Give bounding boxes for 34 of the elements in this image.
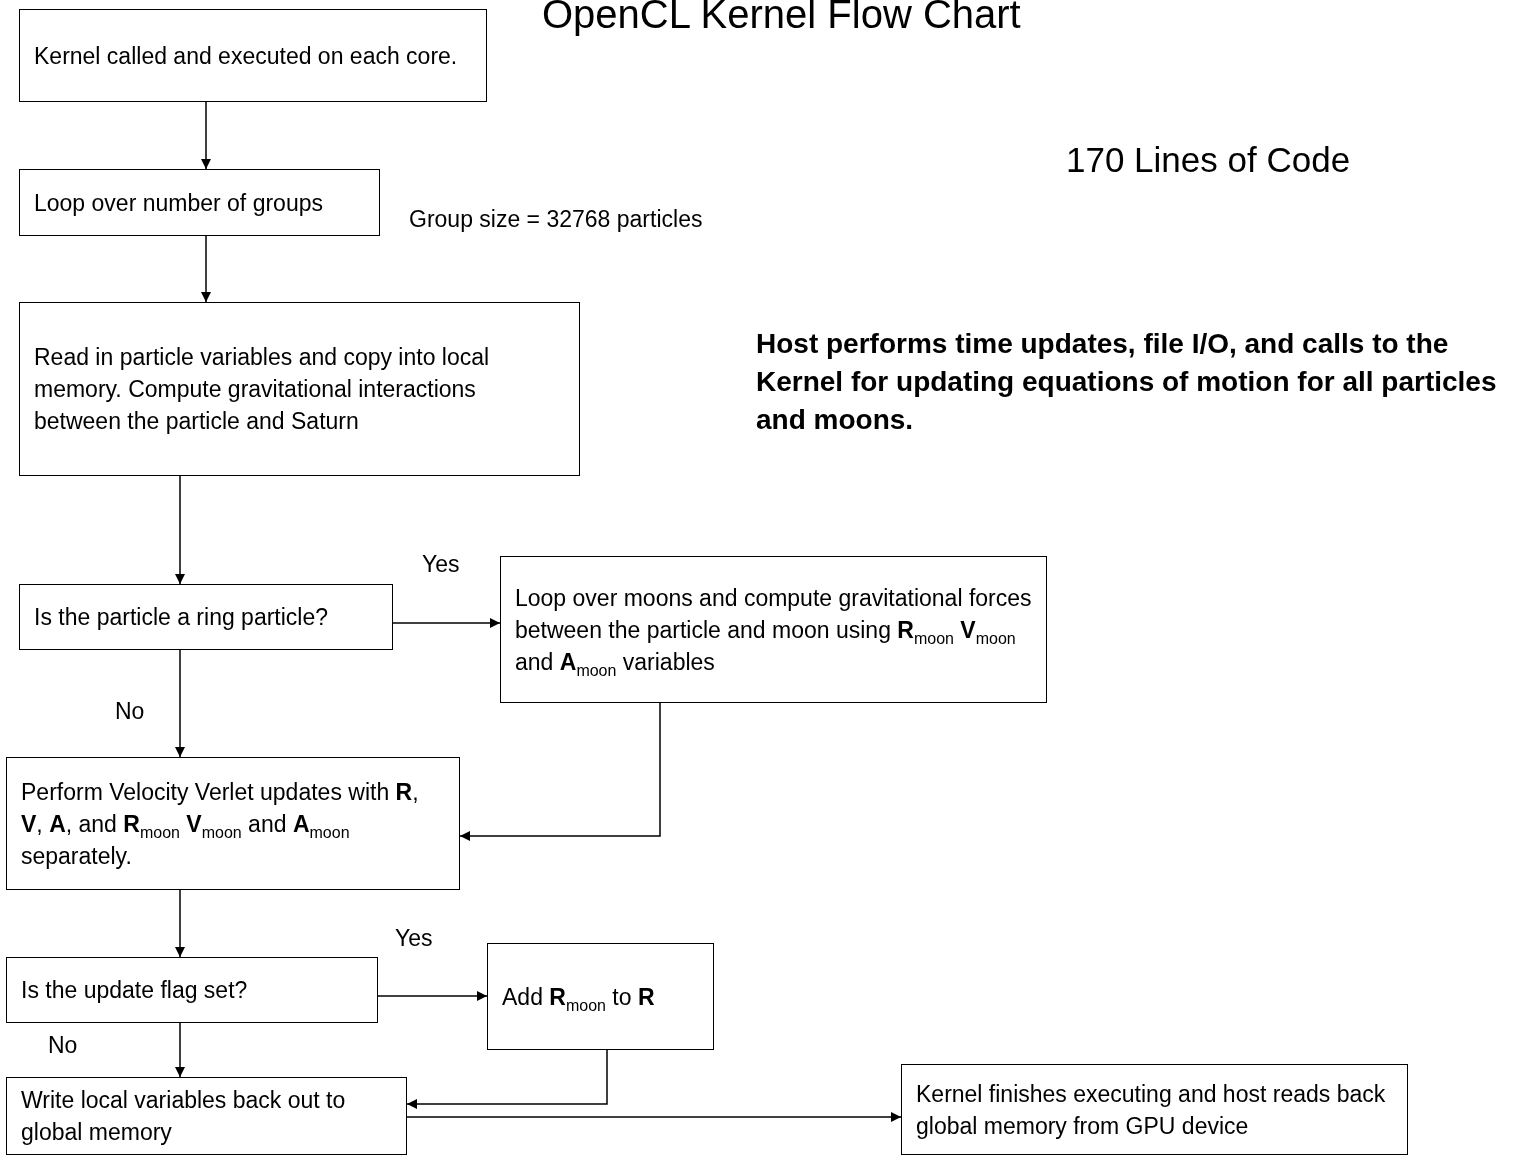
arrow [175,1022,185,1078]
arrow [392,618,501,628]
box-text: Kernel called and executed on each core. [34,41,459,71]
process-box [19,9,487,102]
box-text: Kernel finishes executing and host reads back global memory from GPU device [916,1079,1387,1141]
box-text: Add R$_{moon}$ to R [502,982,656,1013]
process-box [19,302,580,476]
process-box [500,556,1047,703]
process-box [487,943,714,1050]
note-text: 170 Lines of Code [1066,140,1351,180]
arrow [406,1112,902,1122]
box-text: Write local variables back out to global memory [21,1086,347,1147]
arrow [175,649,185,758]
box-text: Loop over moons and compute gravitational forces between the particle and moon using R$_{moon}$ V$_{moon}$ and A$_{moon}$ variables [515,583,1032,678]
box-text: Is the update flag set? [21,976,249,1005]
arrow [201,101,211,170]
process-box [901,1064,1408,1155]
arrow [201,235,211,303]
side-note: Group size = 32768 particles [409,206,703,233]
box-text: Read in particle variables and copy into local memory. Compute gravitational interactions between the particle and Saturn [34,343,491,436]
box-text: Perform Velocity Verlet updates with R, V, A, and R$_{moon}$ V$_{moon}$ and A$_{moon}$ separately. [21,777,420,871]
arrow [175,889,185,958]
process-box [6,957,378,1023]
arrow [377,991,488,1001]
process-box [19,584,393,650]
process-box [19,169,380,236]
box-text: Is the particle a ring particle? [34,603,330,632]
arrow [459,702,661,841]
arrow [175,475,185,585]
arrow [406,1049,608,1109]
process-box [6,757,460,890]
process-box [6,1077,407,1155]
description-text: Host performs time updates, file I/O, and calls to the Kernel for updating equations of motion for all particles and moons. [756,327,1498,437]
box-text: Loop over number of groups [34,188,324,218]
